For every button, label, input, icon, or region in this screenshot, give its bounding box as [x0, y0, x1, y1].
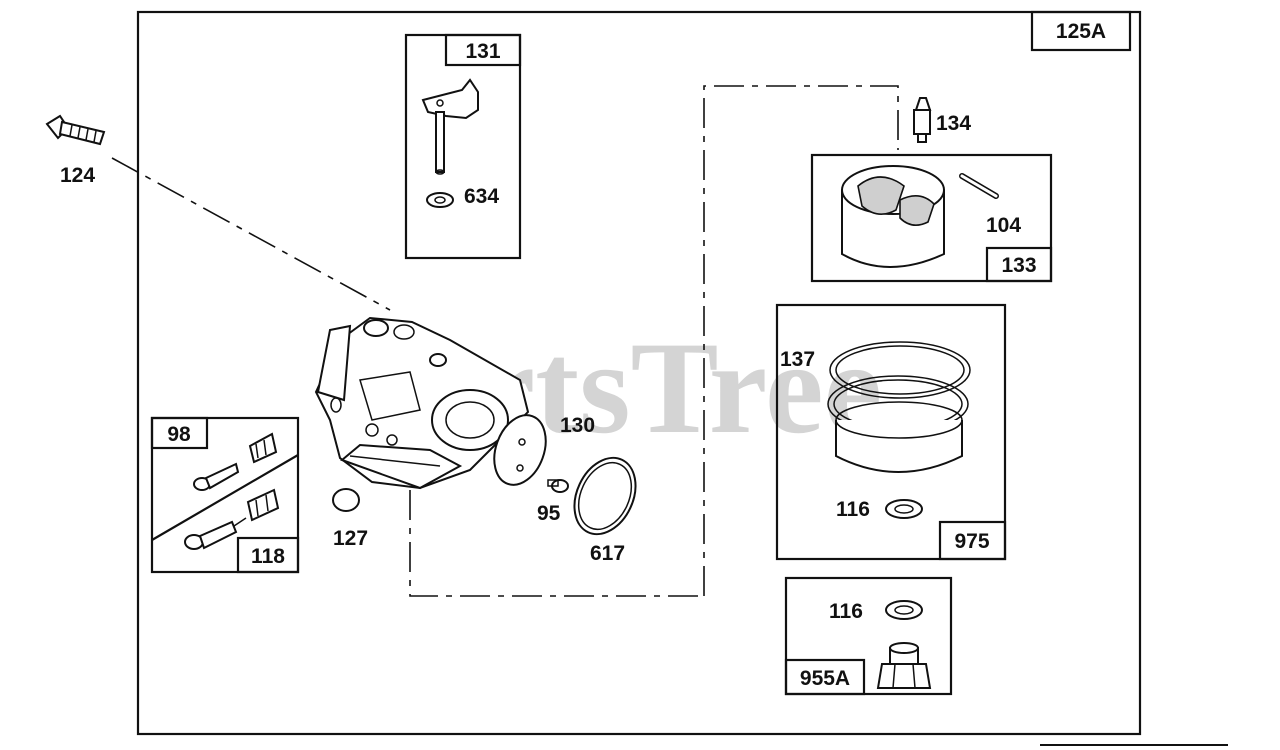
callout-131[interactable]: 131: [465, 40, 500, 63]
callout-133[interactable]: 133: [1001, 254, 1036, 277]
callout-617[interactable]: 617: [590, 542, 625, 565]
kit-label-box-131: [444, 33, 522, 67]
callout-124[interactable]: 124: [60, 164, 95, 187]
bowl-washer-116[interactable]: [885, 499, 923, 519]
welch-plug-127[interactable]: [332, 488, 360, 512]
kit-label-box-975: [938, 520, 1007, 561]
kit-box-975: [775, 303, 1007, 561]
carburetor-body[interactable]: [314, 316, 530, 490]
idle-screw-part[interactable]: [193, 432, 278, 491]
bolt-124[interactable]: [45, 114, 106, 146]
callout-104[interactable]: 104: [986, 214, 1021, 237]
bolt-leader-line: [111, 157, 391, 311]
kit-box-955a: [784, 576, 953, 696]
callout-98[interactable]: 98: [167, 423, 191, 446]
bowl-nut-part[interactable]: [876, 642, 932, 689]
callout-955a[interactable]: 955A: [800, 667, 850, 690]
kit-divider: [151, 454, 299, 541]
callout-134[interactable]: 134: [936, 112, 971, 135]
disc-130[interactable]: [485, 408, 555, 492]
float-part[interactable]: [841, 165, 945, 268]
screw-95[interactable]: [547, 479, 569, 493]
o-ring-617[interactable]: [563, 448, 648, 544]
nut-washer-116[interactable]: [885, 600, 923, 620]
bowl-gasket-137[interactable]: [827, 341, 971, 433]
callout-127[interactable]: 127: [333, 527, 368, 550]
bowl-inlet-leader-line: [703, 85, 899, 596]
callout-975[interactable]: 975: [954, 530, 989, 553]
mixture-screw-part[interactable]: [184, 488, 280, 550]
kit-label-box-98: [150, 416, 209, 450]
callout-634[interactable]: 634: [464, 185, 499, 208]
kit-box-133: [810, 153, 1053, 283]
callout-118[interactable]: 118: [251, 545, 285, 568]
float-bowl-part[interactable]: [835, 401, 963, 473]
throttle-seal-634[interactable]: [426, 192, 454, 208]
callout-130[interactable]: 130: [560, 414, 595, 437]
page-code-box: [1030, 10, 1132, 52]
kit-label-box-955a: [784, 658, 866, 696]
kit-label-box-118: [236, 536, 300, 574]
carb-bowl-leader-line: [409, 490, 704, 597]
callout-116-bowl[interactable]: 116: [836, 498, 870, 521]
throttle-shaft-part[interactable]: [421, 78, 479, 175]
kit-box-131: [404, 33, 522, 260]
callout-137[interactable]: 137: [780, 348, 815, 371]
inlet-needle-134[interactable]: [913, 97, 932, 143]
kit-label-box-133: [985, 246, 1053, 283]
diagram-frame: [136, 10, 1142, 736]
kit-box-98-118: [150, 416, 300, 574]
callout-95[interactable]: 95: [537, 502, 561, 525]
callout-116-nut[interactable]: 116: [829, 600, 863, 623]
page-code-label: 125A: [1056, 20, 1106, 43]
